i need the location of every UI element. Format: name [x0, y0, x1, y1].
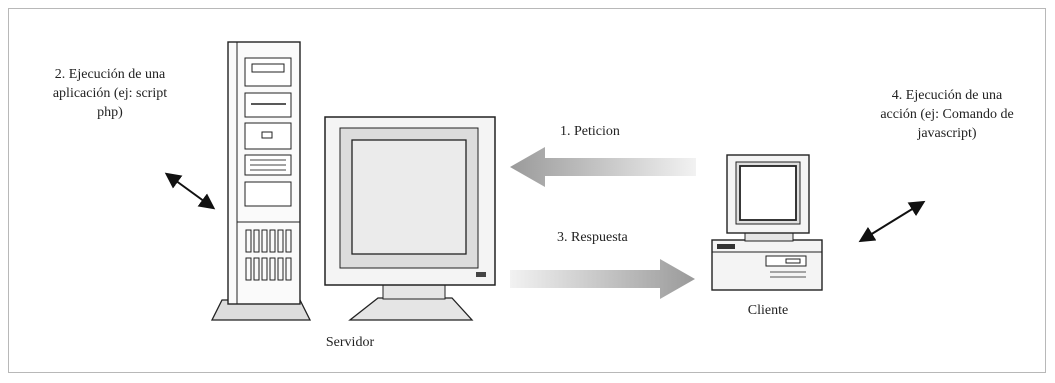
client-computer-icon — [711, 154, 823, 291]
server-exec-label: 2. Ejecución de una aplicación (ej: scri… — [24, 65, 196, 122]
server-monitor-icon — [324, 116, 496, 321]
client-exec-line-3: javascript) — [917, 126, 977, 141]
server-exec-line-2: aplicación (ej: script — [52, 86, 168, 101]
server-exec-line-3: php) — [97, 105, 123, 120]
server-exec-double-arrow — [164, 172, 216, 210]
client-exec-double-arrow — [858, 200, 926, 243]
server-exec-line-1: 2. Ejecución de una — [54, 67, 166, 82]
response-label: 3. Respuesta — [557, 230, 628, 245]
request-label: 1. Peticion — [560, 124, 620, 139]
request-arrow — [510, 147, 696, 187]
client-exec-line-1: 4. Ejecución de una — [891, 88, 1003, 103]
server-label: Servidor — [325, 335, 375, 350]
response-arrow — [510, 259, 695, 299]
client-exec-label: 4. Ejecución de una acción (ej: Comando … — [854, 86, 1040, 143]
client-label: Cliente — [747, 303, 789, 318]
client-exec-line-2: acción (ej: Comando de — [880, 107, 1014, 122]
server-tower-icon — [210, 41, 312, 321]
